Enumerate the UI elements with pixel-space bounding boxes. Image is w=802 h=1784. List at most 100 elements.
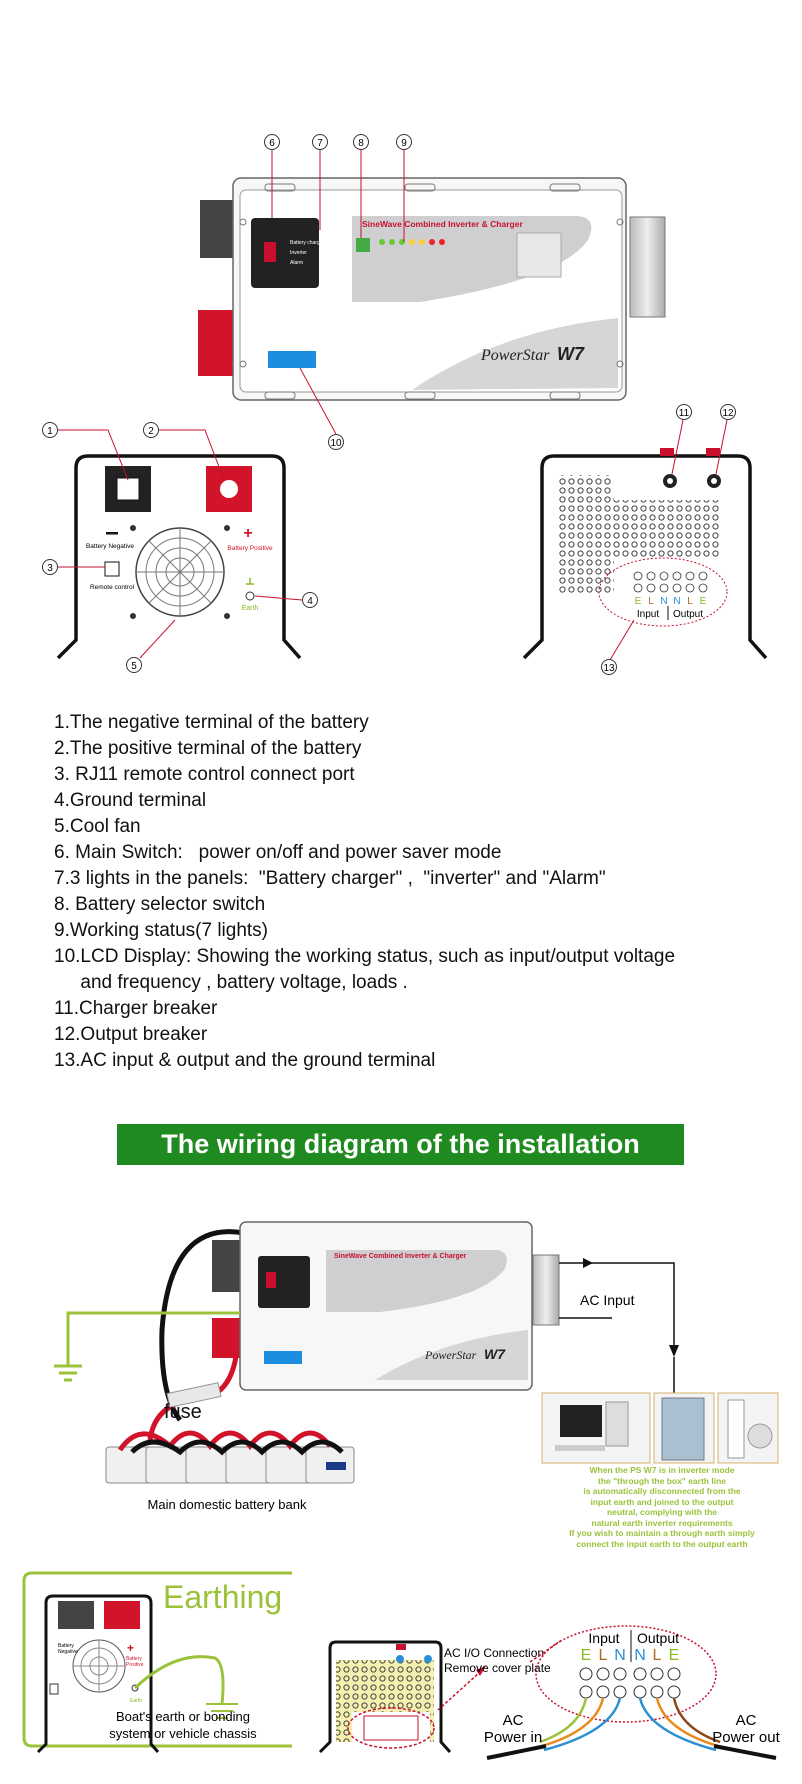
- callout-lines-left: [58, 429, 303, 659]
- note-line: is automatically disconnected from the: [583, 1486, 741, 1496]
- list-item: 11.Charger breaker: [54, 998, 218, 1019]
- svg-text:N: N: [660, 596, 667, 607]
- note-line: the "through the box" earth line: [597, 1475, 726, 1486]
- main-switch-panel: [251, 218, 319, 288]
- svg-text:3: 3: [47, 563, 53, 574]
- callout-lines-right: [609, 419, 728, 661]
- svg-text:L: L: [653, 1647, 662, 1664]
- note-line: natural earth inverter requirements: [591, 1517, 733, 1528]
- svg-text:Positive: Positive: [126, 1662, 144, 1668]
- svg-text:E: E: [700, 596, 707, 607]
- svg-text:Inverter: Inverter: [290, 250, 307, 256]
- remote-control-port: [104, 561, 120, 577]
- svg-text:Boat's earth or bonding: Boat's earth or bonding: [116, 1709, 250, 1724]
- svg-text:12: 12: [722, 408, 734, 419]
- svg-text:N: N: [673, 596, 680, 607]
- svg-text:Battery Positive: Battery Positive: [227, 545, 273, 552]
- wiring-diagram: SineWave Combined Inverter & Charger Pow…: [54, 1221, 779, 1512]
- ac-terminal-highlight: [598, 557, 728, 627]
- svg-text:Remote control: Remote control: [90, 584, 135, 591]
- svg-text:2: 2: [148, 426, 154, 437]
- list-item: 1.The negative terminal of the battery: [54, 712, 369, 733]
- main-switch: [264, 242, 276, 262]
- svg-text:4: 4: [307, 596, 313, 607]
- selector-switch: [356, 238, 370, 252]
- svg-text:9: 9: [401, 138, 407, 149]
- svg-text:Earth: Earth: [242, 605, 259, 612]
- earthing-title: Earthing: [163, 1579, 282, 1615]
- svg-text:SineWave Combined Inverter & C: SineWave Combined Inverter & Charger: [334, 1253, 467, 1260]
- callout-circles-top: 6 7 8 9 10: [264, 134, 412, 450]
- svg-text:Output: Output: [673, 609, 703, 620]
- svg-text:N: N: [614, 1647, 626, 1664]
- svg-text:7: 7: [317, 138, 323, 149]
- panel-header: SineWave Combined Inverter & Charger: [362, 219, 523, 229]
- battery-bank: [105, 1430, 355, 1484]
- svg-text:system or vehicle chassis: system or vehicle chassis: [109, 1726, 257, 1741]
- ac-terminal-block: [629, 216, 666, 318]
- svg-text:Earth: Earth: [130, 1698, 142, 1704]
- svg-text:Battery charger: Battery charger: [290, 240, 325, 246]
- inverter-rear-view: E L N N L E Input Output: [522, 448, 768, 660]
- callout-circles-left: 1 2 3 4 5: [42, 422, 318, 673]
- svg-text:13: 13: [603, 663, 615, 674]
- svg-text:1: 1: [47, 426, 53, 437]
- list-item: 3. RJ11 remote control connect port: [54, 764, 355, 785]
- list-item: 13.AC input & output and the ground term…: [54, 1050, 436, 1071]
- svg-text:Input: Input: [637, 609, 659, 620]
- list-item: 5.Cool fan: [54, 816, 141, 837]
- vent-grille-left: [558, 475, 614, 593]
- note-line: neutral, complying with the: [606, 1507, 718, 1517]
- svg-text:Power in: Power in: [484, 1729, 542, 1746]
- list-item: 9.Working status(7 lights): [54, 920, 269, 941]
- note-line: connect the input earth to the output ea…: [576, 1538, 748, 1549]
- list-item: 4.Ground terminal: [54, 790, 207, 811]
- list-item: 10.LCD Display: Showing the working stat…: [54, 946, 676, 967]
- svg-text:AC: AC: [736, 1712, 757, 1729]
- inverter-left-side-view: Battery Negative + Battery Positive Remo…: [56, 454, 302, 660]
- svg-text:AC: AC: [503, 1712, 524, 1729]
- svg-text:PowerStar: PowerStar: [424, 1348, 477, 1362]
- earth-note: When the PS W7 is in inverter mode the "…: [540, 1465, 784, 1549]
- terminal-zoom-ring: [535, 1625, 717, 1723]
- svg-text:N: N: [634, 1647, 646, 1664]
- svg-text:+: +: [243, 525, 252, 542]
- svg-text:E: E: [581, 1647, 592, 1664]
- svg-text:AC I/O Connection: AC I/O Connection: [444, 1646, 544, 1660]
- note-line: input earth and joined to the output: [590, 1496, 734, 1507]
- list-item: 7.3 lights in the panels: "Battery charg…: [54, 868, 606, 889]
- svg-text:Battery: Battery: [126, 1656, 142, 1662]
- brand-name: PowerStar: [480, 347, 550, 364]
- svg-text:Battery: Battery: [58, 1643, 74, 1649]
- svg-text:5: 5: [131, 661, 137, 672]
- list-item: 6. Main Switch: power on/off and power s…: [54, 842, 502, 863]
- svg-text:11: 11: [679, 408, 690, 419]
- svg-text:L: L: [648, 596, 654, 607]
- svg-text:Remove cover plate: Remove cover plate: [444, 1661, 551, 1675]
- note-line: If you wish to maintain a through earth …: [569, 1528, 755, 1538]
- list-item: and frequency , battery voltage, loads .: [54, 972, 408, 993]
- battery-bank-label: Main domestic battery bank: [148, 1497, 307, 1512]
- feature-description-list: 1.The negative terminal of the battery 2…: [54, 710, 774, 1074]
- svg-text:E: E: [635, 596, 642, 607]
- list-item: 8. Battery selector switch: [54, 894, 266, 915]
- inverter-front-view: Battery charger Inverter Alarm SineWave …: [198, 177, 666, 401]
- svg-text:W7: W7: [484, 1346, 506, 1362]
- callout-lines-top: [271, 150, 405, 435]
- svg-text:Negative: Negative: [58, 1649, 78, 1655]
- note-line: When the PS W7 is in inverter mode: [589, 1465, 735, 1475]
- ac-input-label: AC Input: [580, 1292, 635, 1308]
- list-item: 2.The positive terminal of the battery: [54, 738, 362, 759]
- callout-circles-right: 11 12 13: [601, 404, 736, 675]
- svg-text:Power out: Power out: [712, 1729, 780, 1746]
- svg-text:8: 8: [358, 138, 364, 149]
- svg-text:L: L: [687, 596, 693, 607]
- svg-text:6: 6: [269, 138, 275, 149]
- svg-text:10: 10: [330, 438, 342, 449]
- svg-text:L: L: [599, 1647, 608, 1664]
- fuse-label: fuse: [164, 1401, 202, 1423]
- svg-text:Output: Output: [637, 1630, 679, 1646]
- lcd-display: [268, 351, 316, 368]
- svg-text:E: E: [669, 1647, 680, 1664]
